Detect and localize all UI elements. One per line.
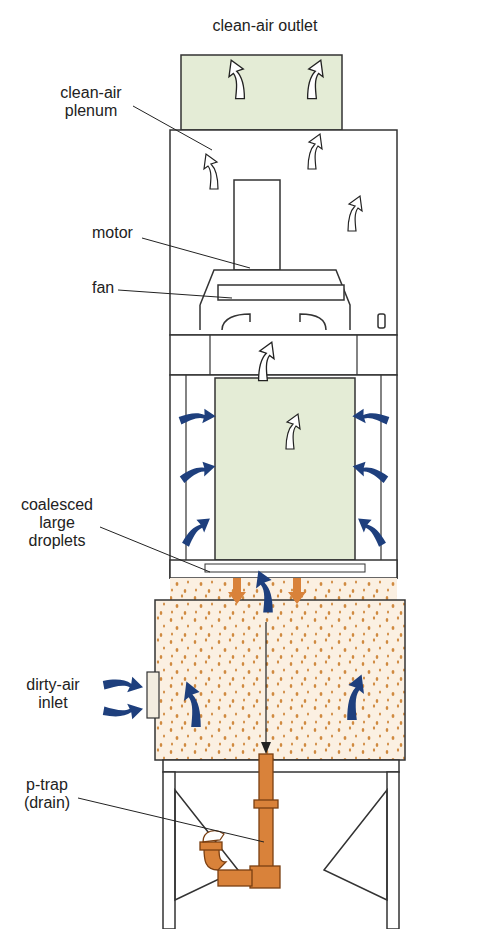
outlet-label: clean-air outlet: [180, 17, 350, 35]
fan-housing: [200, 270, 385, 330]
housing-band: [170, 335, 397, 375]
outlet-box: [181, 55, 342, 130]
droplet-arrows: [228, 578, 306, 604]
dirty-air-arrows: [103, 405, 390, 727]
fan-label: fan: [92, 279, 122, 297]
motor-label: motor: [92, 224, 142, 242]
p-trap-pipe: [200, 754, 280, 888]
filter-frame: [186, 375, 381, 560]
filter-tray: [205, 564, 365, 572]
plenum-label: clean-air plenum: [48, 84, 134, 120]
plenum-housing: [170, 130, 397, 335]
drain-pointer: [261, 622, 271, 754]
filter-base: [170, 560, 397, 578]
collection-chamber: [155, 600, 405, 760]
leader-lines: [78, 106, 264, 842]
inlet-collar: [147, 672, 159, 718]
motor-body: [234, 180, 280, 270]
filter-element: [215, 378, 355, 560]
inlet-label: dirty-air inlet: [12, 676, 94, 712]
drain-label: p-trap (drain): [12, 776, 82, 812]
clean-air-arrows: [204, 60, 362, 449]
stand-frame: [163, 760, 399, 929]
filter-housing: [170, 375, 397, 578]
band-lines: [210, 335, 357, 375]
droplets-label: coalesced large droplets: [14, 496, 100, 550]
coalescing-layer: [170, 578, 397, 600]
